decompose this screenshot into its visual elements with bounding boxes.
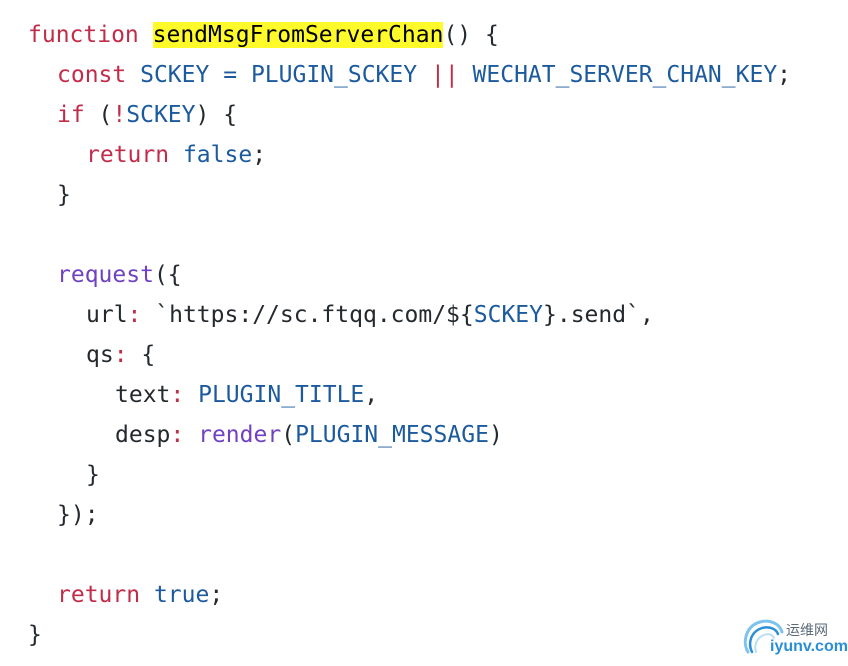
code-line: function sendMsgFromServerChan() { — [28, 15, 791, 55]
code-token-punct: { — [127, 342, 156, 368]
code-token-punct — [184, 422, 198, 448]
code-token-punct — [237, 62, 251, 88]
code-token-punct: ) — [488, 422, 503, 448]
code-token-punct — [140, 582, 154, 608]
code-token-lit: false — [182, 142, 253, 168]
code-token-punct — [184, 382, 198, 408]
code-token-punct: ; — [209, 582, 224, 608]
code-token-punct: }); — [57, 502, 99, 528]
code-line: return false; — [28, 135, 791, 175]
code-token-lit: true — [153, 582, 210, 608]
code-token-punct: ({ — [153, 262, 182, 288]
code-token-punct: , — [639, 302, 654, 328]
code-token-id: WECHAT_SERVER_CHAN_KEY — [472, 62, 778, 88]
code-line: const SCKEY = PLUGIN_SCKEY || WECHAT_SER… — [28, 55, 791, 95]
code-line: if (!SCKEY) { — [28, 95, 791, 135]
code-line: request({ — [28, 255, 791, 295]
code-token-colon: : — [170, 422, 185, 448]
code-token-prop: desp — [115, 422, 171, 448]
code-token-kw: return — [86, 142, 170, 168]
code-line: return true; — [28, 575, 791, 615]
code-token-punct — [169, 142, 183, 168]
code-token-kw: return — [57, 582, 141, 608]
code-token-fn: request — [57, 262, 154, 288]
code-token-prop: qs — [86, 342, 114, 368]
code-token-punct: } — [28, 622, 42, 648]
code-token-punct — [459, 62, 473, 88]
code-token-fnname: sendMsgFromServerChan — [152, 22, 444, 48]
code-token-punct: () { — [443, 22, 499, 48]
code-line: desp: render(PLUGIN_MESSAGE) — [28, 415, 791, 455]
code-token-colon: : — [113, 342, 128, 368]
watermark: 运维网 iyunv.com — [740, 616, 848, 660]
code-token-kw: const — [57, 62, 127, 88]
code-token-prop: url — [86, 302, 128, 328]
code-token-punct: } — [57, 182, 71, 208]
code-line: } — [28, 615, 791, 655]
code-token-colon: : — [127, 302, 142, 328]
code-token-op: || — [430, 62, 459, 88]
code-token-punct — [209, 62, 223, 88]
code-token-str: }.send` — [543, 302, 640, 328]
code-line: url: `https://sc.ftqq.com/${SCKEY}.send`… — [28, 295, 791, 335]
swirl-logo-icon — [743, 619, 784, 654]
code-token-punct: , — [364, 382, 379, 408]
code-token-op: ! — [112, 102, 127, 128]
code-block: function sendMsgFromServerChan() {const … — [28, 15, 791, 655]
code-token-punct: ( — [84, 102, 113, 128]
code-line: text: PLUGIN_TITLE, — [28, 375, 791, 415]
watermark-site-name: 运维网 — [786, 623, 828, 639]
code-token-kw: function — [28, 22, 139, 48]
code-token-punct: ; — [777, 62, 792, 88]
code-token-punct: } — [86, 462, 100, 488]
code-token-kw: if — [57, 102, 85, 128]
code-token-str: `https://sc.ftqq.com/${ — [155, 302, 474, 328]
code-token-id: SCKEY — [126, 102, 196, 128]
code-line: qs: { — [28, 335, 791, 375]
code-token-id: = — [223, 62, 238, 88]
code-token-colon: : — [170, 382, 185, 408]
code-line — [28, 535, 791, 575]
watermark-domain: iyunv.com — [770, 638, 848, 655]
code-token-punct: ; — [252, 142, 267, 168]
code-token-punct — [417, 62, 431, 88]
code-token-interp: SCKEY — [473, 302, 544, 328]
code-token-id: PLUGIN_TITLE — [198, 382, 365, 408]
code-token-fn: render — [198, 422, 282, 448]
code-token-punct: ( — [281, 422, 296, 448]
code-line — [28, 215, 791, 255]
code-token-id: PLUGIN_SCKEY — [250, 62, 418, 88]
code-token-punct: ) { — [195, 102, 238, 128]
code-line: } — [28, 455, 791, 495]
code-token-punct — [141, 302, 155, 328]
code-token-prop: text — [115, 382, 171, 408]
code-token-id: PLUGIN_MESSAGE — [295, 422, 489, 448]
code-token-punct — [126, 62, 140, 88]
code-line: } — [28, 175, 791, 215]
code-token-punct — [139, 22, 153, 48]
code-line: }); — [28, 495, 791, 535]
code-token-id: SCKEY — [140, 62, 210, 88]
